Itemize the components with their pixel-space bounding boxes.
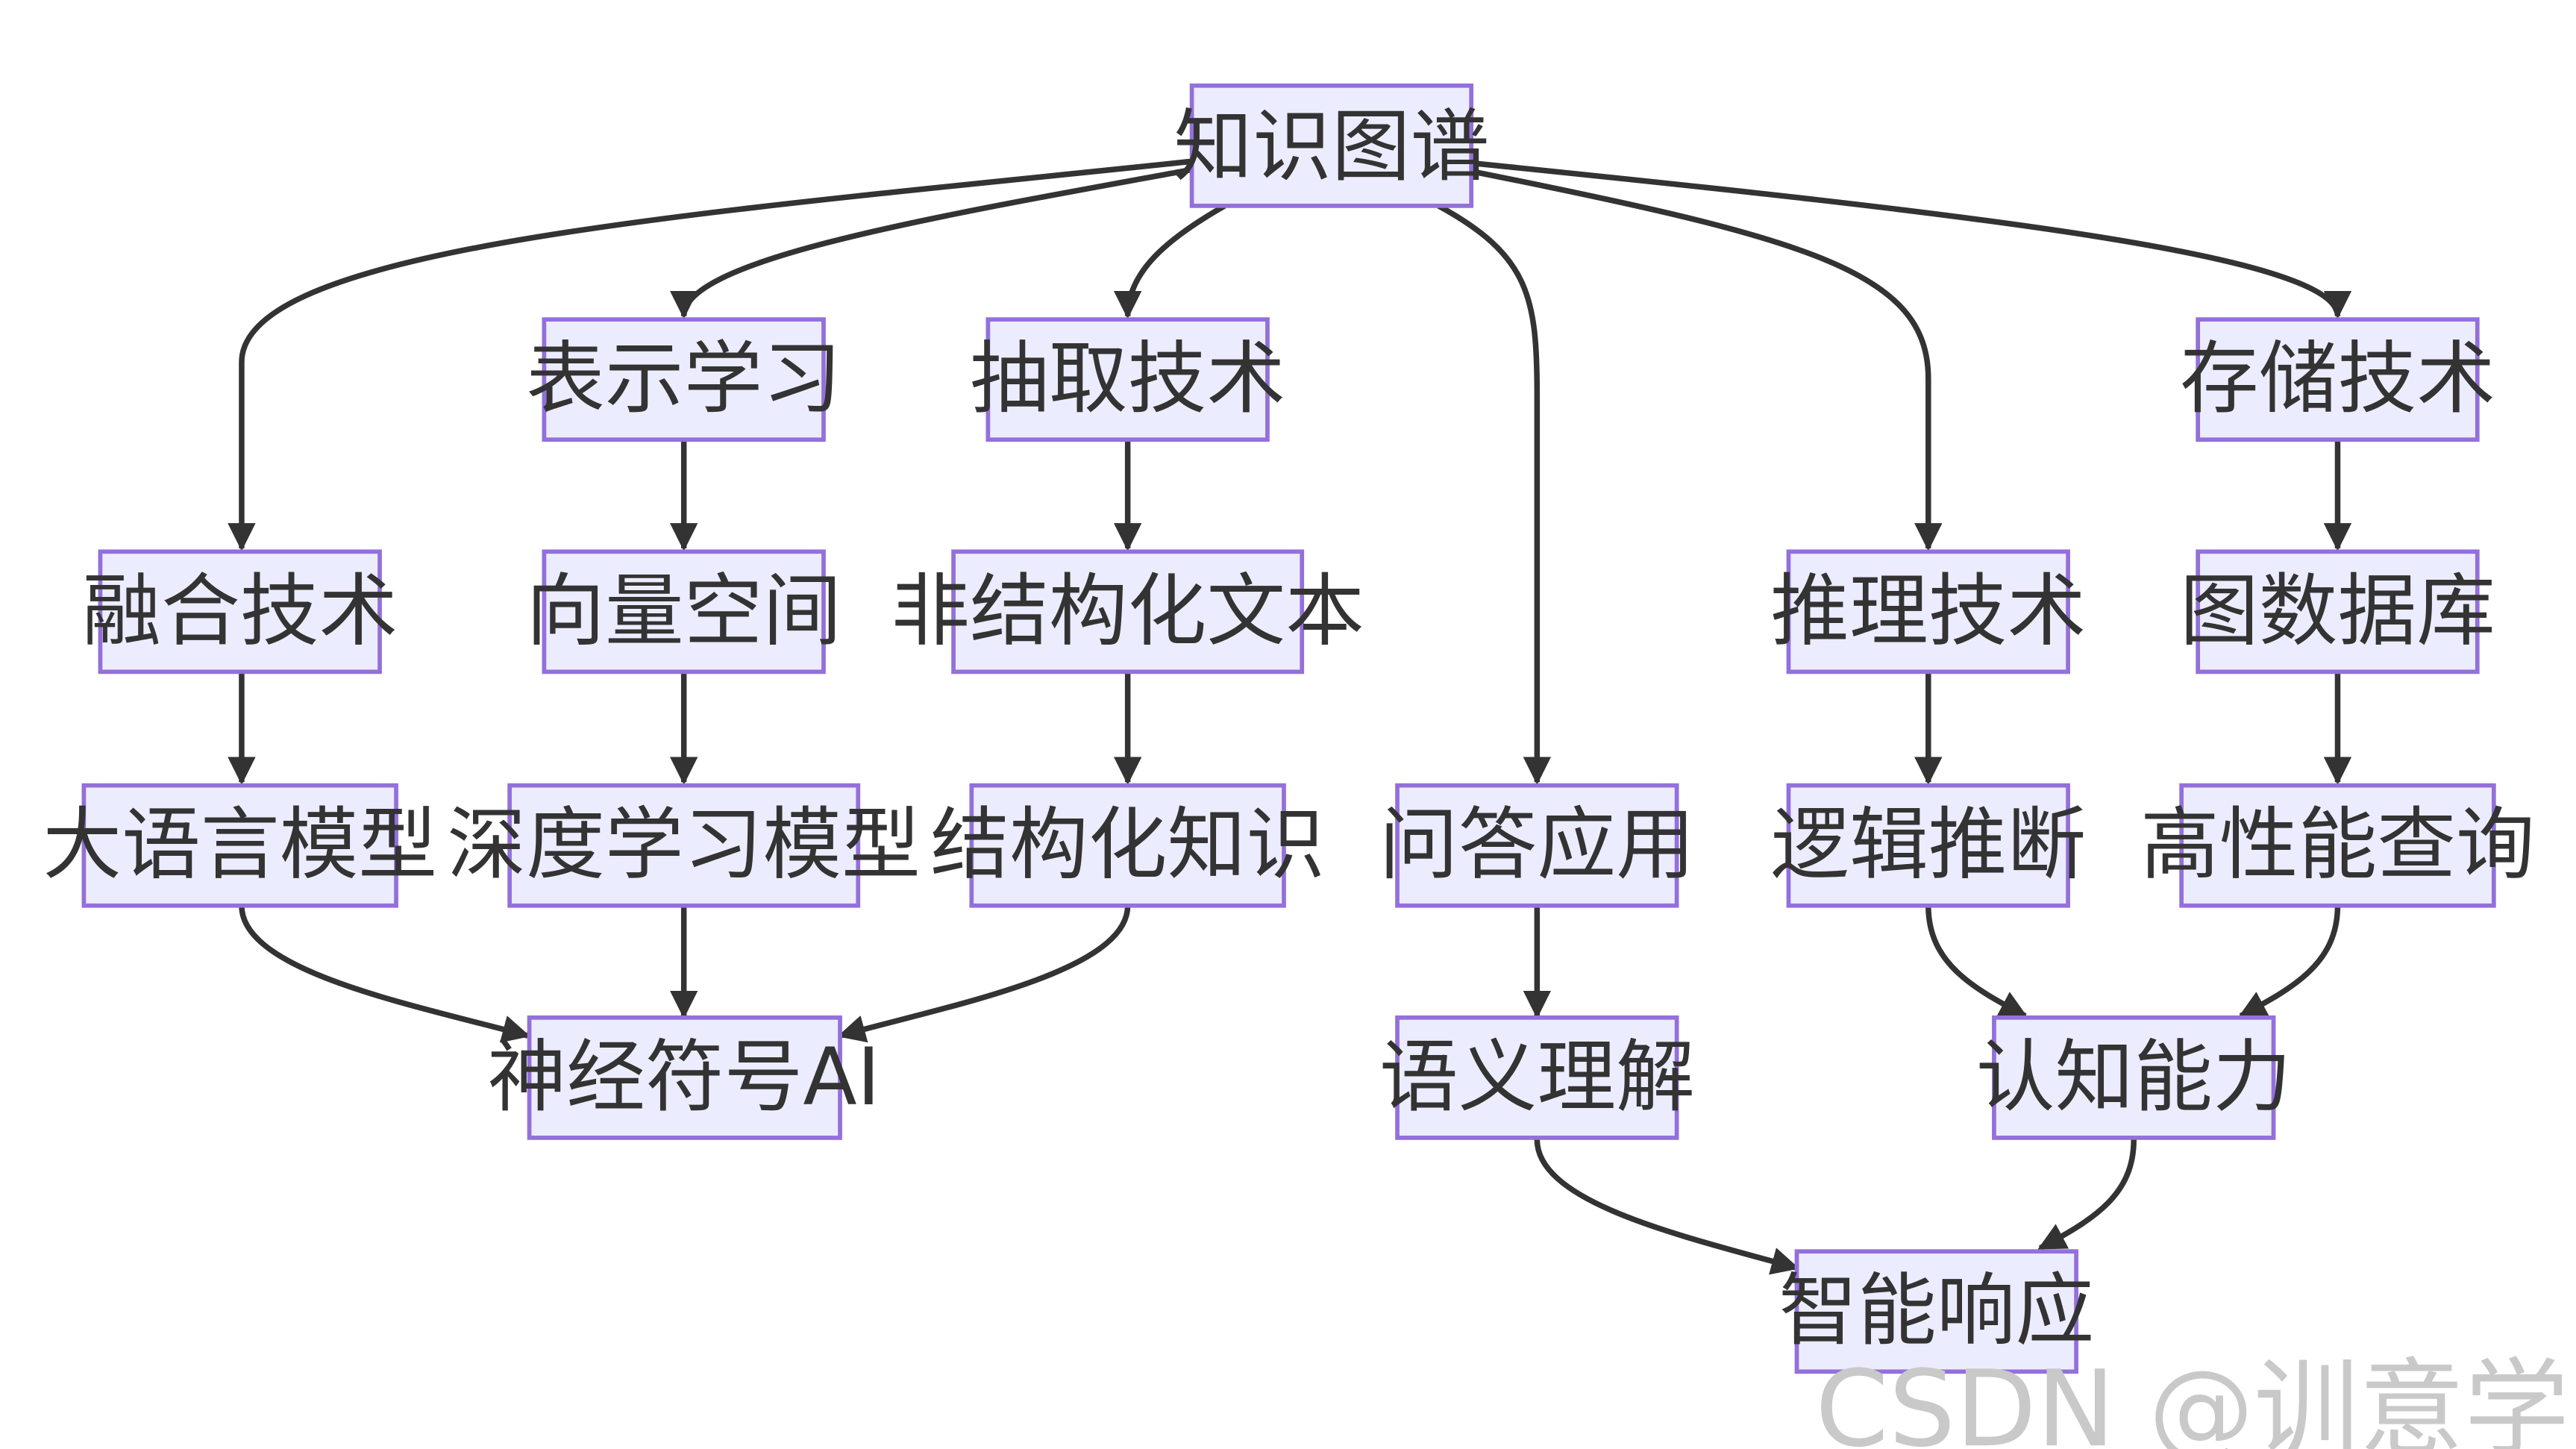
edge-logic-cognition — [1925, 905, 2028, 1018]
node-structured-label: 结构化知识 — [930, 799, 1325, 891]
node-repr: 表示学习 — [526, 317, 842, 442]
edge-llm-nsai — [239, 905, 530, 1043]
edge-kg-fusion — [228, 158, 1192, 551]
edge-structured-nsai — [837, 905, 1131, 1043]
node-kg-label: 知识图谱 — [1173, 101, 1489, 193]
node-dl-label: 深度学习模型 — [447, 799, 921, 891]
node-fusion-label: 融合技术 — [82, 565, 398, 657]
node-smart: 智能响应 — [1779, 1249, 2094, 1374]
node-perf-label: 高性能查询 — [2140, 799, 2535, 891]
node-extract-label: 抽取技术 — [970, 333, 1285, 425]
node-store: 存储技术 — [2180, 317, 2495, 442]
node-reason-label: 推理技术 — [1770, 565, 2086, 657]
edge-cognition-smart — [2037, 1139, 2137, 1251]
node-nsai-label: 神经符号AI — [487, 1031, 880, 1123]
node-graphdb: 图数据库 — [2180, 549, 2495, 675]
node-qa-label: 问答应用 — [1379, 799, 1695, 891]
node-reason: 推理技术 — [1770, 549, 2086, 675]
node-cognition-label: 认知能力 — [1976, 1031, 2292, 1123]
edge-perf-cognition — [2238, 905, 2341, 1018]
node-dl: 深度学习模型 — [447, 783, 921, 908]
edge-kg-extract — [1113, 203, 1226, 319]
node-semantic: 语义理解 — [1379, 1015, 1695, 1140]
node-nsai: 神经符号AI — [487, 1015, 880, 1140]
watermark-text: CSDN @训意学 — [1815, 1348, 2569, 1449]
node-graphdb-label: 图数据库 — [2180, 565, 2495, 657]
node-logic-label: 逻辑推断 — [1770, 799, 2086, 891]
node-semantic-label: 语义理解 — [1379, 1031, 1695, 1123]
node-store-label: 存储技术 — [2180, 333, 2495, 425]
node-fusion: 融合技术 — [82, 549, 398, 675]
node-unstruct-label: 非结构化文本 — [891, 565, 1364, 657]
node-llm: 大语言模型 — [43, 783, 437, 908]
node-qa: 问答应用 — [1379, 783, 1695, 908]
node-cognition: 认知能力 — [1976, 1015, 2292, 1140]
node-vector: 向量空间 — [526, 549, 842, 675]
edges — [228, 158, 2352, 1275]
node-structured: 结构化知识 — [930, 783, 1325, 908]
node-repr-label: 表示学习 — [526, 333, 842, 425]
node-vector-label: 向量空间 — [526, 565, 842, 657]
node-llm-label: 大语言模型 — [43, 799, 437, 891]
edge-kg-repr — [670, 166, 1193, 319]
edge-kg-store — [1470, 160, 2352, 319]
node-smart-label: 智能响应 — [1779, 1265, 2094, 1356]
node-unstruct: 非结构化文本 — [891, 549, 1364, 675]
edge-kg-reason — [1470, 168, 1943, 551]
node-kg: 知识图谱 — [1173, 83, 1489, 208]
edge-semantic-smart — [1534, 1139, 1800, 1275]
edge-kg-qa — [1437, 203, 1552, 785]
node-extract: 抽取技术 — [970, 317, 1285, 442]
node-perf: 高性能查询 — [2140, 783, 2535, 908]
node-logic: 逻辑推断 — [1770, 783, 2086, 908]
